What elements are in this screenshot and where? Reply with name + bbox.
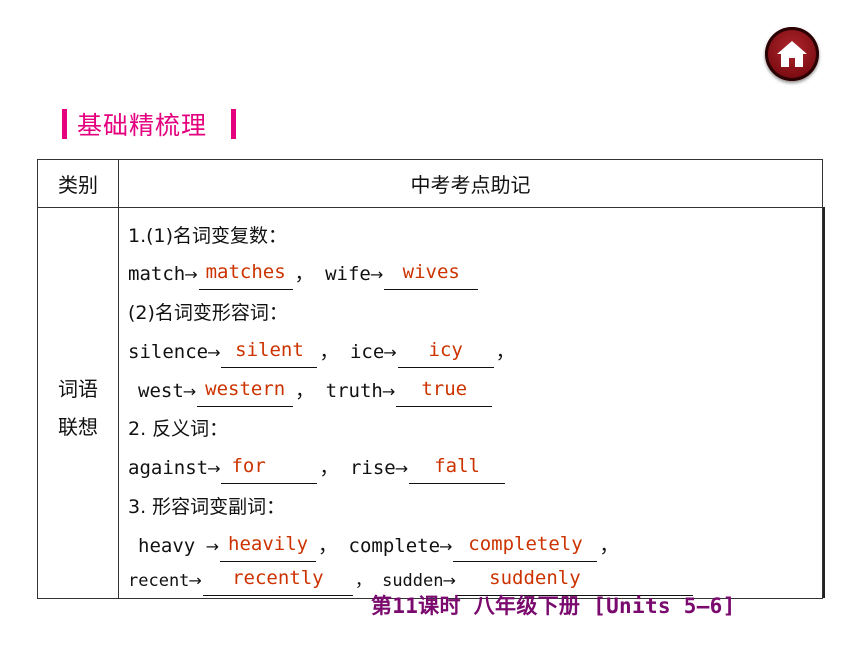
knowledge-table: 类别 中考考点助记 词语 联想 1.(1)名词变复数： match→matche… [37, 159, 825, 599]
word-wife: wife [325, 263, 371, 285]
adjective-line-1: silence→silent， ice→icy， [128, 337, 515, 368]
section-1b-title: (2)名词变形容词： [128, 302, 288, 324]
arrow-icon: → [188, 571, 202, 590]
answer-blank: completely [453, 533, 598, 562]
category-line-2: 联想 [58, 415, 98, 439]
arrow-icon: → [394, 459, 409, 478]
word-sudden: sudden [382, 571, 444, 591]
adverb-line-2: recent→recently， sudden→suddenly [128, 566, 695, 596]
category-line-1: 词语 [58, 377, 98, 401]
column-divider [118, 160, 119, 598]
section-3-title: 3. 形容词变副词： [128, 496, 286, 518]
arrow-icon: → [381, 382, 396, 401]
answer-blank: heavily [220, 533, 317, 562]
section-title: 基础精梳理 [62, 106, 237, 142]
word-silence: silence [128, 341, 209, 363]
word-truth: truth [325, 380, 383, 402]
answer-blank: western [197, 378, 294, 407]
word-complete: complete [348, 535, 441, 557]
answer-heavily: heavily [228, 533, 309, 555]
adjective-line-2: west→western， truth→true [138, 376, 494, 407]
answer-for: for [231, 455, 266, 477]
arrow-icon: → [439, 537, 453, 556]
answer-blank: matches [198, 261, 293, 290]
answer-western: western [205, 378, 286, 400]
answer-blank: icy [397, 339, 494, 368]
section-title-text: 基础精梳理 [77, 111, 208, 140]
home-button[interactable] [765, 27, 819, 81]
table-shadow [823, 207, 825, 598]
word-west: west [138, 380, 184, 402]
title-bar-right [231, 109, 237, 139]
word-match: match [128, 263, 186, 285]
answer-icy: icy [428, 339, 463, 361]
antonym-line: against→for， rise→fall [128, 453, 507, 484]
word-rise: rise [349, 457, 396, 479]
answer-blank: for [221, 455, 318, 484]
home-icon [777, 41, 807, 67]
header-divider [38, 207, 822, 208]
answer-fall: fall [434, 455, 480, 477]
answer-blank: true [396, 378, 493, 407]
section-2-title: 2. 反义词： [128, 418, 229, 440]
header-content: 中考考点助记 [410, 173, 531, 197]
answer-wives: wives [402, 261, 460, 283]
arrow-icon: → [182, 382, 197, 401]
arrow-icon: → [383, 343, 397, 362]
word-ice: ice [349, 341, 385, 363]
answer-true: true [421, 378, 468, 400]
answer-suddenly: suddenly [489, 567, 581, 589]
arrow-icon: → [442, 571, 456, 590]
answer-blank: silent [221, 339, 318, 368]
title-bar-left [62, 109, 67, 139]
answer-blank: recently [202, 567, 353, 596]
section-1-title: 1.(1)名词变复数： [128, 225, 288, 247]
footer-lesson-label: 第11课时 八年级下册 [Units 5—6] [371, 594, 736, 618]
answer-blank: suddenly [456, 567, 693, 596]
arrow-icon: → [184, 265, 198, 284]
arrow-icon: → [205, 537, 220, 556]
answer-blank: fall [409, 455, 506, 484]
adverb-line-1: heavy →heavily， complete→completely， [138, 531, 618, 562]
answer-blank: wives [384, 261, 479, 290]
word-against: against [128, 457, 209, 479]
answer-matches: matches [205, 261, 286, 283]
answer-silent: silent [235, 339, 304, 361]
header-category: 类别 [58, 173, 98, 197]
word-recent: recent [128, 571, 190, 591]
category-cell: 词语 联想 [38, 370, 118, 446]
word-heavy: heavy [138, 535, 196, 557]
answer-completely: completely [468, 533, 583, 555]
arrow-icon: → [369, 265, 384, 284]
answer-recently: recently [232, 567, 324, 589]
arrow-icon: → [207, 343, 221, 362]
plural-line: match→matches， wife→wives [128, 259, 480, 290]
arrow-icon: → [207, 459, 221, 478]
